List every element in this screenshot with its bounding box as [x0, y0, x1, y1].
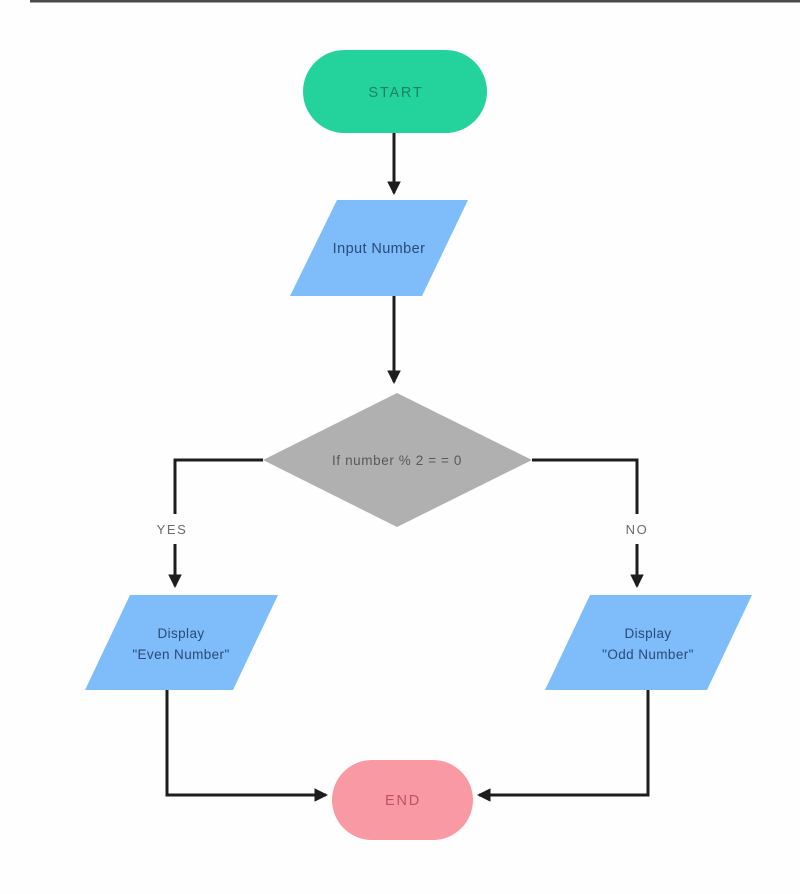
end-node-label: END	[385, 793, 421, 809]
display-even-node-shape	[85, 595, 278, 690]
end-node: END	[332, 760, 473, 840]
input-number-node-label: Input Number	[333, 241, 426, 257]
input-number-node-shape	[290, 200, 468, 296]
start-node-label: START	[368, 85, 423, 101]
end-node-shape	[332, 760, 473, 840]
start-node-shape	[303, 50, 487, 133]
display-odd-node: Display "Odd Number"	[545, 595, 752, 690]
display-even-node-label-line1: Display	[157, 626, 204, 641]
decision-node-label: If number % 2 = = 0	[332, 453, 462, 468]
display-even-node-label-line2: "Even Number"	[132, 647, 229, 662]
decision-node-shape	[263, 393, 532, 527]
edge-decision-to-odd-upper	[532, 458, 639, 514]
nodes-layer: START Input Number If number % 2 = = 0 D…	[85, 50, 752, 840]
edge-odd-to-end	[476, 690, 650, 802]
edge-decision-to-even-upper	[173, 458, 263, 514]
edge-label-yes: YES	[157, 522, 188, 537]
screenshot-top-border	[30, 0, 800, 3]
start-node: START	[303, 50, 487, 133]
edges-layer: YES NO	[157, 133, 650, 802]
decision-node: If number % 2 = = 0	[263, 393, 532, 527]
input-number-node: Input Number	[290, 200, 468, 296]
display-even-node: Display "Even Number"	[85, 595, 278, 690]
edge-even-to-end	[165, 690, 329, 802]
display-odd-node-label-line2: "Odd Number"	[602, 647, 694, 662]
edge-label-no: NO	[626, 522, 649, 537]
display-odd-node-label-line1: Display	[624, 626, 671, 641]
display-odd-node-shape	[545, 595, 752, 690]
